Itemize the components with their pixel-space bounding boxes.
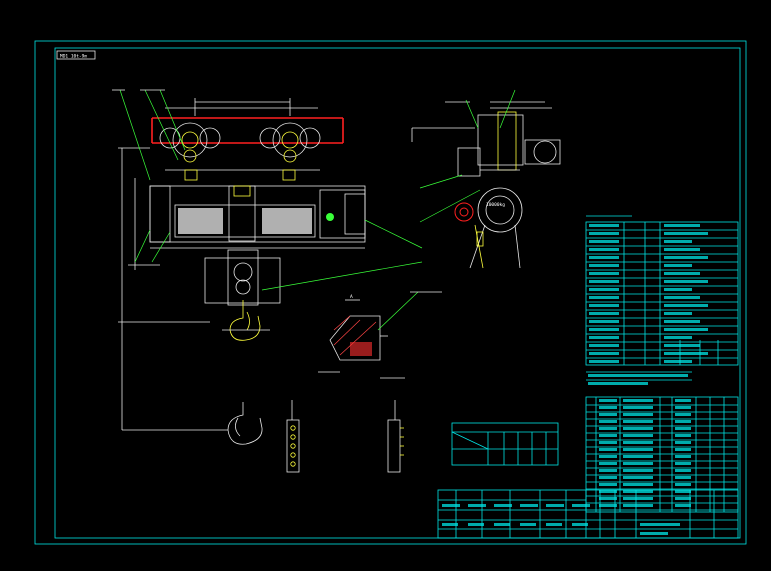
side-view: 10000kg: [411, 89, 561, 269]
front-view: [112, 89, 423, 445]
title-tag: MD1 10t-9m: [56, 50, 96, 60]
technical-specs-table: [585, 215, 739, 366]
title-block: [437, 489, 739, 539]
detail-label: A: [350, 294, 353, 300]
parameter-table-small: [451, 422, 559, 466]
inner-border: [54, 47, 741, 539]
outer-border: [34, 40, 747, 545]
title-tag-text: MD1 10t-9m: [60, 54, 87, 60]
pendant-controls: [286, 400, 404, 473]
capacity-label: 10000kg: [486, 202, 505, 208]
detail-a: A: [318, 291, 442, 379]
parts-list: [585, 371, 739, 513]
